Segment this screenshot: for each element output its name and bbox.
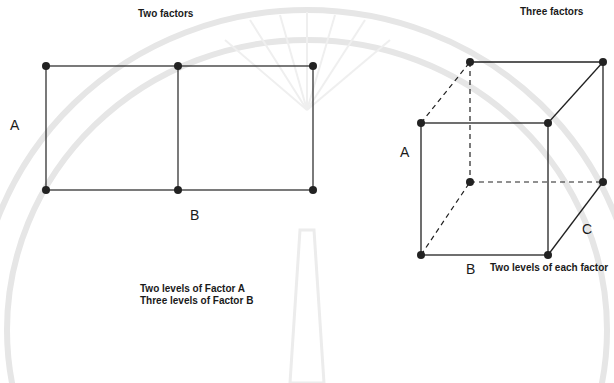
factor-label: B (190, 208, 199, 223)
factor-label: B (466, 262, 475, 277)
diagram-title: Two factors (138, 8, 193, 19)
caption-line: Two levels of Factor A (140, 283, 245, 294)
caption-line: Three levels of Factor B (140, 295, 253, 306)
diagram-title: Three factors (520, 6, 583, 17)
factor-label: C (582, 222, 592, 237)
factor-label: A (10, 118, 19, 133)
caption-line: Two levels of each factor (490, 262, 608, 273)
factor-label: A (400, 145, 409, 160)
